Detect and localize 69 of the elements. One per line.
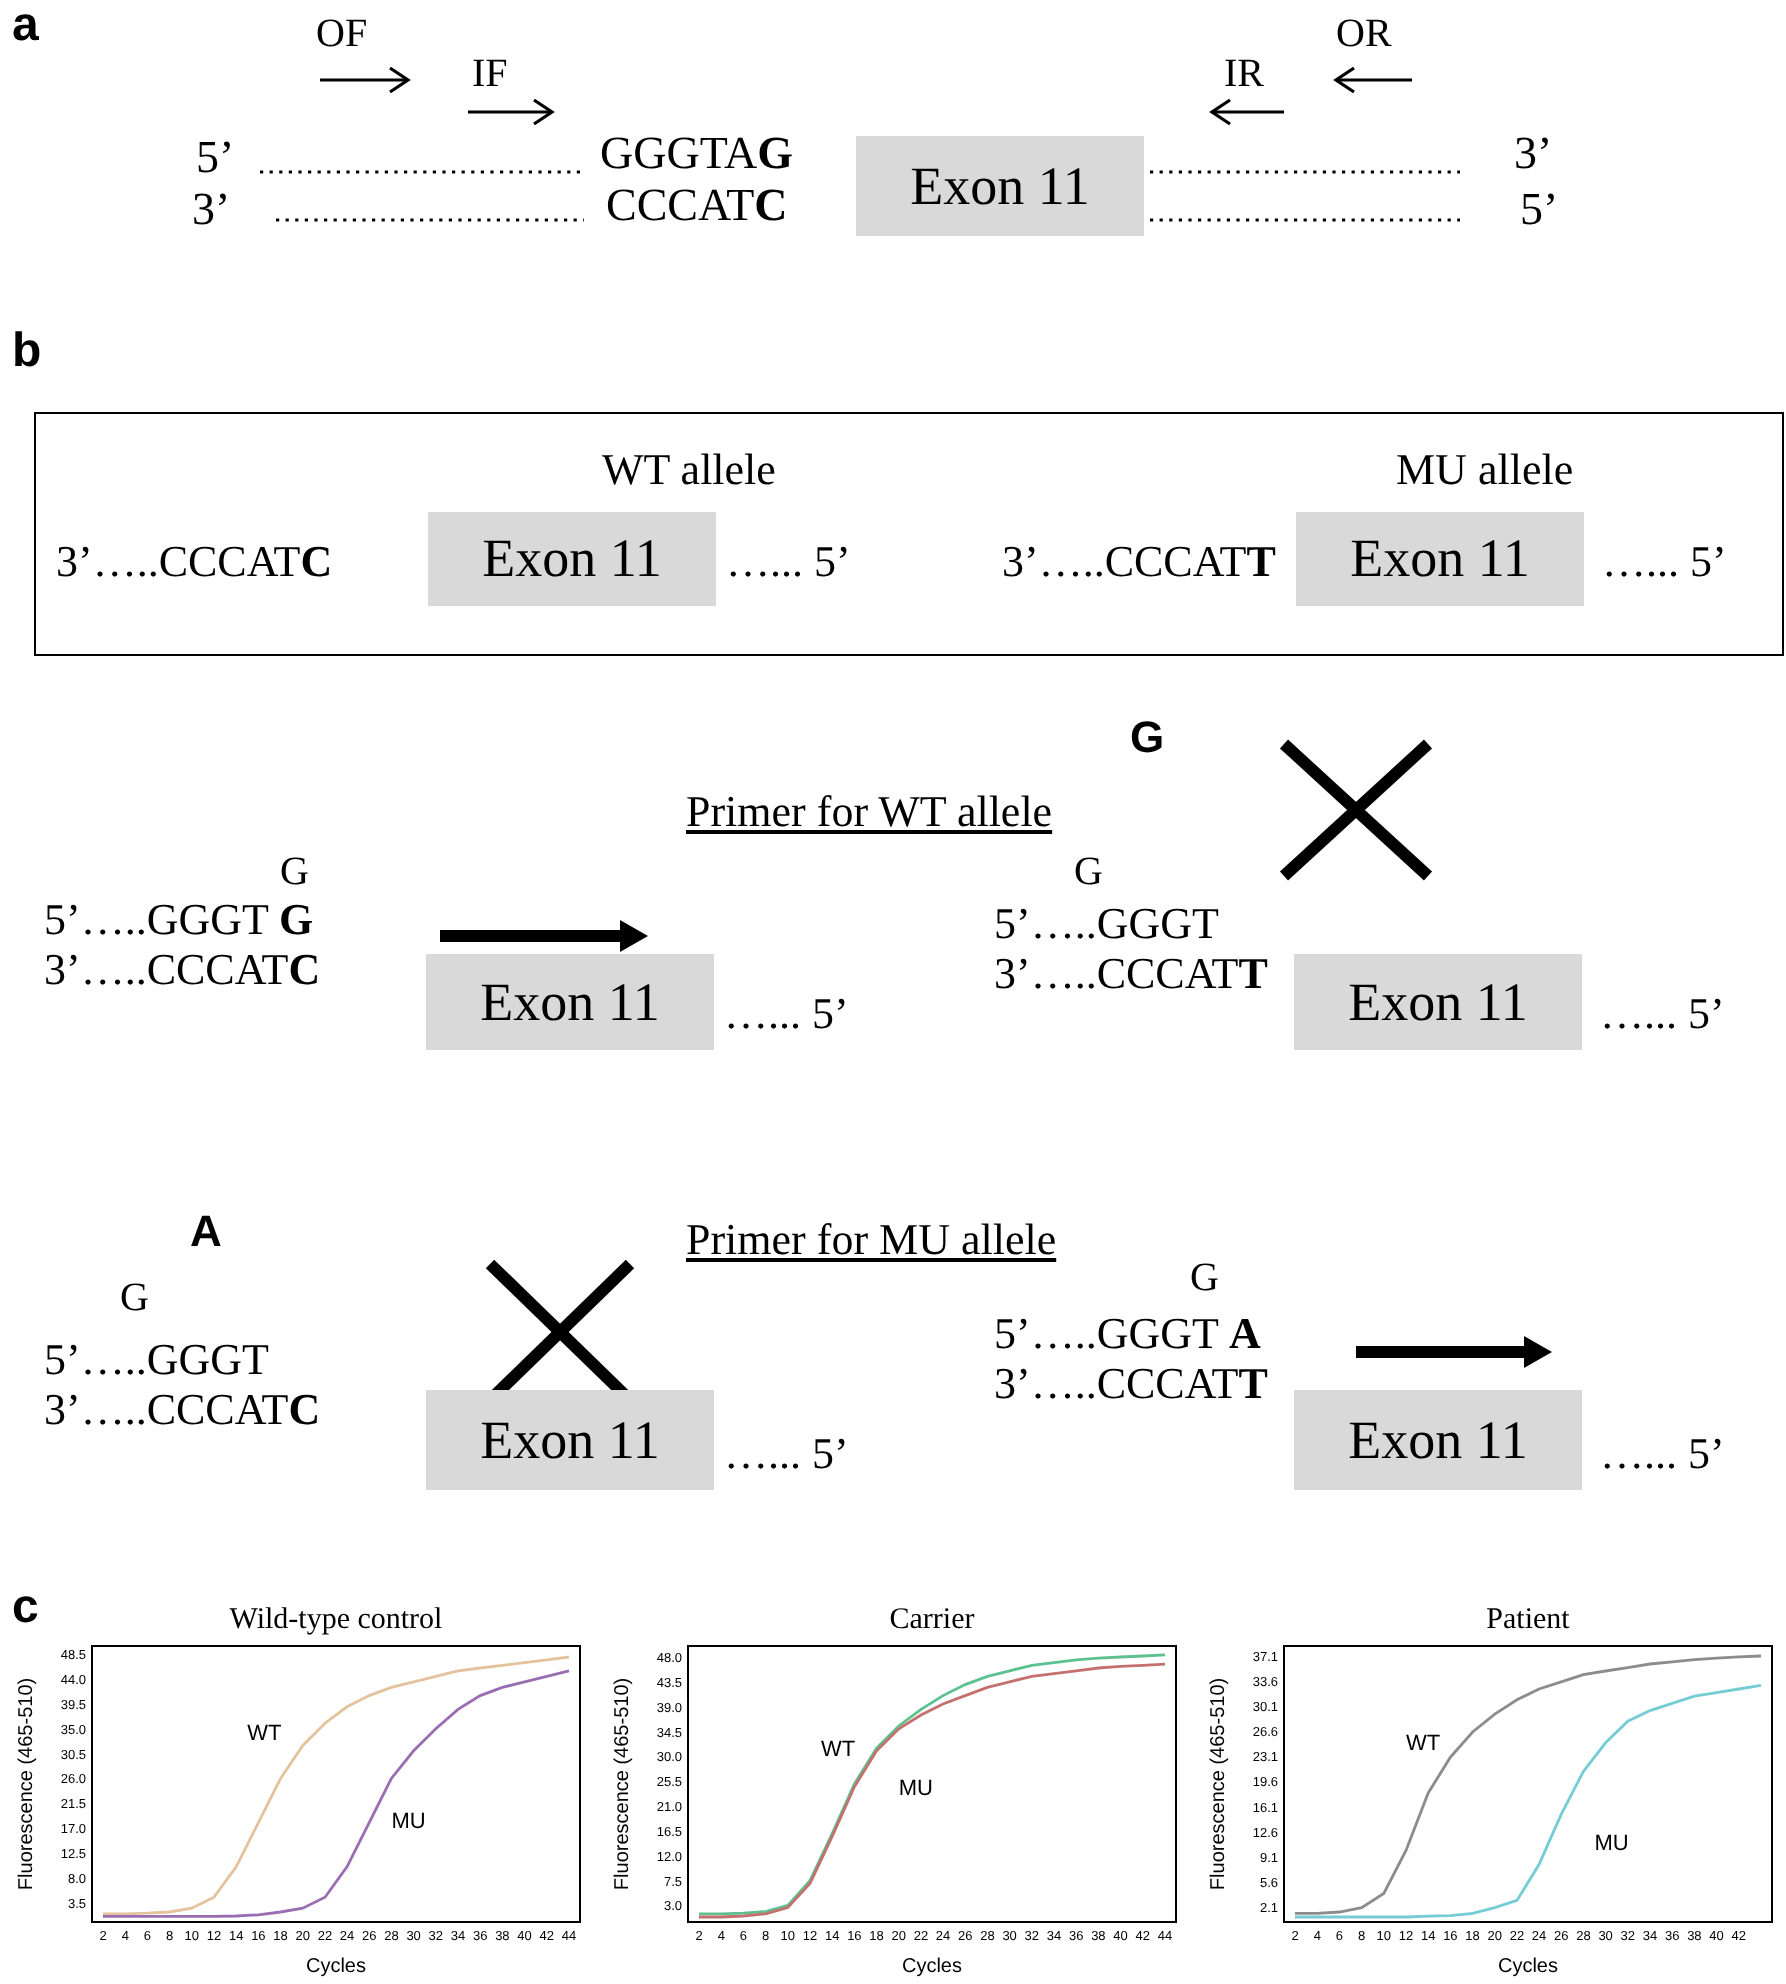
axis-title: Cycles [306,1956,366,1978]
curve-label: WT [821,1738,856,1763]
allele-panel [34,412,1784,656]
axis-title: Cycles [1498,1956,1558,1978]
strand-end-label: 3’ [1514,128,1553,179]
axis-title: Fluorescence (465-510) [1208,1677,1230,1891]
allele-heading: WT allele [602,446,776,495]
base-letter: A [190,1208,222,1257]
exon-box [856,136,1144,236]
exon-label: Exon 11 [480,971,660,1033]
curve-label: WT [1406,1731,1441,1756]
sequence-text: GGGTAG [600,128,794,179]
strand-end-label: 5’ [196,132,235,183]
panel-letter: c [12,1582,39,1635]
sequence-text: 3’…..CCCATC [56,538,333,587]
chart-title: Carrier [889,1604,975,1636]
sequence-text: 3’…..CCCATC [44,946,321,995]
sequence-text: 5’…..GGGT [44,1336,269,1385]
exon-box [1294,1390,1582,1490]
sequence-text: …... 5’ [724,990,849,1039]
primer-heading: Primer for WT allele [686,788,1053,837]
chart-title: Patient [1486,1604,1570,1636]
sequence-text: 5’…..GGGT G [44,896,314,945]
exon-label: Exon 11 [910,155,1090,217]
exon-box [1294,954,1582,1050]
exon-label: Exon 11 [1350,528,1530,590]
sequence-text: 3’…..CCCATC [44,1386,321,1435]
base-letter: G [1130,714,1165,763]
exon-label: Exon 11 [482,528,662,590]
sequence-text: 3’…..CCCATT [1002,538,1276,587]
sequence-text: 5’…..GGGT A [994,1310,1261,1359]
exon-label: Exon 11 [1348,971,1528,1033]
primer-label: OR [1336,12,1392,56]
primer-label: IF [472,52,508,96]
sequence-text: CCCATC [606,180,788,231]
panel-letter: b [12,326,42,379]
curve-label: MU [898,1777,933,1802]
exon-box [1296,512,1584,606]
base-letter: G [120,1276,149,1320]
exon-label: Exon 11 [1348,1409,1528,1471]
sequence-text: 3’…..CCCATT [994,1360,1268,1409]
exon-box [426,1390,714,1490]
chart-title: Wild-type control [229,1604,443,1636]
curve-label: WT [247,1721,282,1746]
base-letter: G [1190,1256,1219,1300]
curve-label: MU [391,1810,426,1835]
axis-title: Cycles [902,1956,962,1978]
allele-heading: MU allele [1396,446,1574,495]
sequence-text: …... 5’ [1600,1430,1725,1479]
sequence-text: …... 5’ [1602,538,1727,587]
sequence-text: 3’…..CCCATT [994,950,1268,999]
sequence-text: …... 5’ [726,538,851,587]
base-letter: G [280,850,309,894]
base-letter: G [1074,850,1103,894]
exon-box [426,954,714,1050]
sequence-text: …... 5’ [1600,990,1725,1039]
axis-title: Fluorescence (465-510) [612,1677,634,1891]
exon-box [428,512,716,606]
axis-title: Fluorescence (465-510) [16,1677,38,1891]
strand-end-label: 3’ [192,184,231,235]
exon-label: Exon 11 [480,1409,660,1471]
primer-label: OF [316,12,368,56]
sequence-text: …... 5’ [724,1430,849,1479]
primer-label: IR [1224,52,1264,96]
panel-letter: a [12,0,39,53]
strand-end-label: 5’ [1520,184,1559,235]
primer-heading: Primer for MU allele [686,1216,1057,1265]
curve-label: MU [1594,1832,1629,1857]
sequence-text: 5’…..GGGT [994,900,1219,949]
